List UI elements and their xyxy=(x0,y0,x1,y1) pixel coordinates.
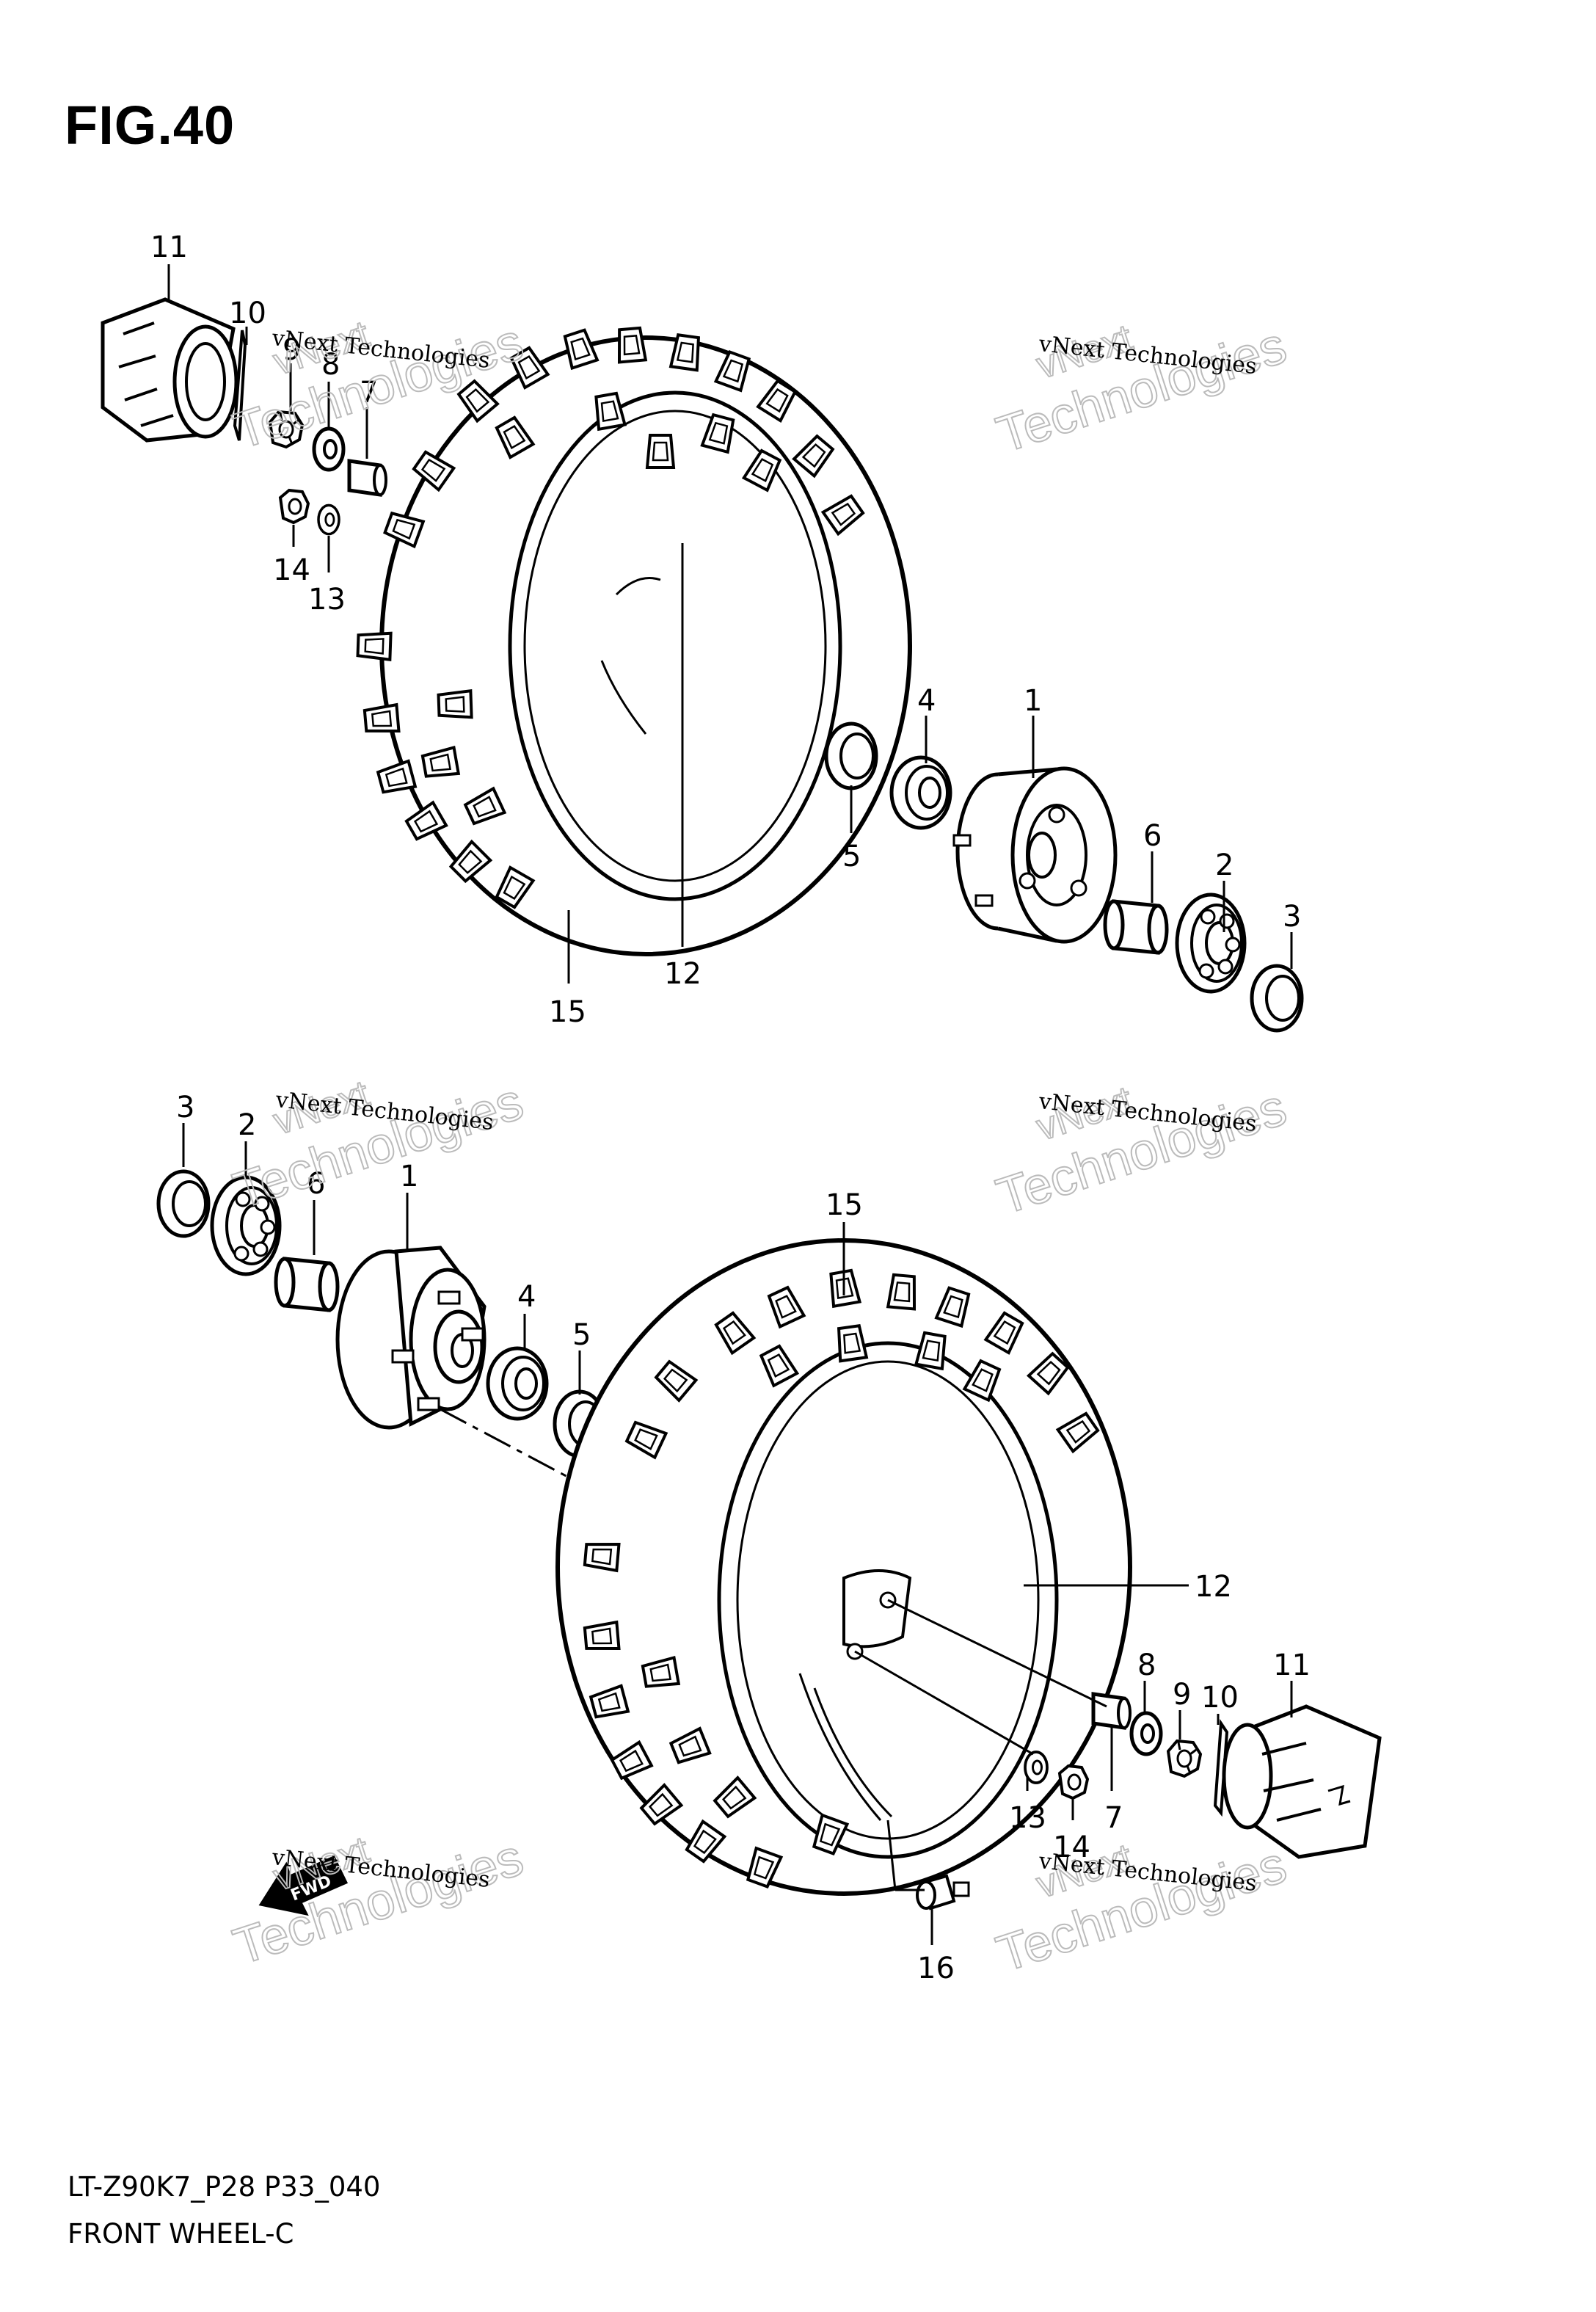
callout-bottom-2: 2 xyxy=(238,1108,256,1142)
bottom-hub-1 xyxy=(335,1246,487,1430)
top-oil-seal-5 xyxy=(826,724,876,788)
bottom-cotter-pin-10 xyxy=(1213,1719,1229,1817)
top-nut-14 xyxy=(279,489,310,524)
callout-top-4: 4 xyxy=(917,684,936,718)
bottom-callouts: 3 2 6 1 4 5 15 12 8 9 10 11 13 14 7 16 xyxy=(176,1091,1311,1985)
top-oil-seal-3 xyxy=(1252,966,1302,1030)
top-collar-7 xyxy=(349,461,386,495)
top-cap xyxy=(101,297,238,443)
bottom-collar-7 xyxy=(1093,1694,1130,1728)
callout-top-2: 2 xyxy=(1215,848,1234,882)
top-hub-1 xyxy=(952,766,1118,944)
callout-top-10: 10 xyxy=(229,297,266,330)
top-washer-13 xyxy=(317,504,340,536)
bottom-nut-14 xyxy=(1058,1764,1089,1800)
bottom-leader-lines xyxy=(182,1123,1293,1945)
callout-top-7: 7 xyxy=(360,376,378,410)
callout-top-1: 1 xyxy=(1024,684,1042,718)
callout-bottom-1: 1 xyxy=(400,1160,418,1193)
callout-top-11: 11 xyxy=(150,230,188,264)
watermark-line2: Technologies xyxy=(990,1836,1293,1982)
callout-bottom-7: 7 xyxy=(1104,1801,1123,1835)
top-bearing-2 xyxy=(1177,895,1245,992)
callout-top-6: 6 xyxy=(1143,819,1162,853)
callout-bottom-14: 14 xyxy=(1053,1831,1090,1864)
callout-bottom-5: 5 xyxy=(572,1318,591,1352)
bottom-castle-nut-9 xyxy=(1167,1740,1202,1778)
bottom-oil-seal-3 xyxy=(158,1171,208,1236)
footer-model-code: LT-Z90K7_P28 P33_040 xyxy=(68,2171,381,2203)
figure-title: FIG.40 xyxy=(65,95,236,156)
callout-bottom-4: 4 xyxy=(517,1280,536,1314)
top-spacer-6 xyxy=(1105,901,1167,953)
watermark-line2: Technologies xyxy=(227,1072,530,1219)
callout-bottom-3: 3 xyxy=(176,1091,194,1124)
watermark-line2: Technologies xyxy=(990,316,1293,463)
callout-bottom-10: 10 xyxy=(1201,1681,1239,1715)
top-bearing-4 xyxy=(892,757,950,828)
callout-top-12: 12 xyxy=(664,957,702,991)
callout-bottom-13: 13 xyxy=(1009,1801,1046,1835)
footer-section-title: FRONT WHEEL-C xyxy=(68,2218,294,2250)
callout-top-3: 3 xyxy=(1283,900,1301,934)
bottom-spacer-6 xyxy=(276,1259,338,1310)
callout-bottom-11: 11 xyxy=(1273,1648,1311,1682)
callout-top-13: 13 xyxy=(308,583,346,617)
top-rim-detail xyxy=(600,577,661,735)
callout-top-9: 9 xyxy=(283,333,301,367)
callout-bottom-8: 8 xyxy=(1137,1648,1156,1682)
bottom-washer-8 xyxy=(1132,1713,1161,1754)
callout-top-8: 8 xyxy=(321,348,340,382)
callout-top-5: 5 xyxy=(842,840,861,873)
callout-top-14: 14 xyxy=(273,553,310,587)
callout-top-15: 15 xyxy=(549,995,586,1029)
callout-bottom-12: 12 xyxy=(1195,1570,1232,1604)
bottom-cap-11 xyxy=(1222,1704,1382,1859)
bottom-valve-stem-16 xyxy=(916,1874,970,1911)
top-leader-lines xyxy=(167,264,1293,984)
bottom-bearing-4 xyxy=(488,1348,547,1419)
callout-bottom-9: 9 xyxy=(1173,1678,1191,1712)
callout-bottom-6: 6 xyxy=(307,1167,325,1201)
top-cotter-pin xyxy=(233,330,247,441)
callout-bottom-15: 15 xyxy=(826,1188,863,1222)
callout-bottom-16: 16 xyxy=(917,1952,955,1985)
top-callouts: 11 10 9 8 7 14 13 4 1 5 6 2 3 12 15 xyxy=(150,230,1301,1029)
